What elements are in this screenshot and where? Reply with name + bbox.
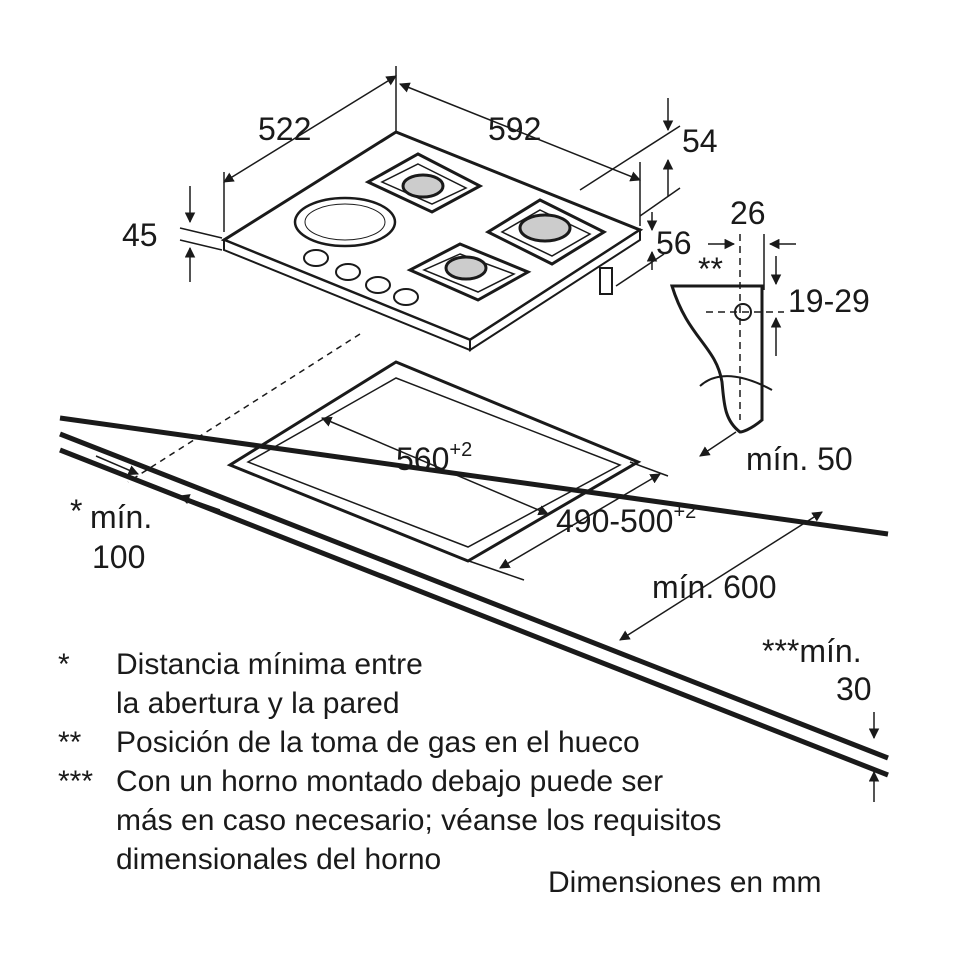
note-2: ** Posición de la toma de gas en el huec… bbox=[58, 723, 918, 762]
pan-support-right bbox=[484, 198, 608, 266]
note-3-line-1: Con un horno montado debajo puede ser bbox=[116, 765, 664, 798]
control-knobs bbox=[303, 249, 419, 306]
knob-4 bbox=[393, 288, 419, 306]
ext-45-bottom bbox=[179, 239, 223, 251]
dim-592-line bbox=[399, 82, 641, 182]
note-2-line-1: Posición de la toma de gas en el hueco bbox=[116, 726, 640, 759]
pan-support-front bbox=[406, 242, 532, 302]
label-gas-position-mark: ** bbox=[698, 251, 723, 287]
note-3-line-2: más en caso necesario; véanse los requis… bbox=[116, 804, 722, 837]
ext-54-bottom bbox=[639, 187, 681, 217]
burner-rear-cap bbox=[401, 173, 445, 199]
label-min-100-mark: * bbox=[70, 493, 82, 529]
label-592: 592 bbox=[488, 111, 541, 147]
gas-connector-pipe bbox=[599, 267, 613, 295]
dim-490-500-line bbox=[499, 473, 661, 569]
dim-min100-line-right bbox=[179, 494, 221, 511]
cabinet-detail bbox=[669, 284, 773, 434]
label-min-30-text: ***mín. bbox=[762, 633, 862, 669]
label-560: 560+2 bbox=[396, 439, 472, 477]
hob-front-side bbox=[469, 228, 641, 352]
label-56: 56 bbox=[656, 225, 692, 261]
projection-lines bbox=[127, 333, 361, 483]
hob bbox=[220, 130, 644, 352]
knob-2 bbox=[335, 263, 361, 281]
label-min-100-text: mín. bbox=[90, 499, 152, 535]
label-54: 54 bbox=[682, 123, 718, 159]
dim-min100-line bbox=[95, 455, 139, 476]
label-min-600: mín. 600 bbox=[652, 569, 777, 605]
label-45: 45 bbox=[122, 217, 158, 253]
cabinet-break-line bbox=[699, 375, 773, 391]
label-19-29: 19-29 bbox=[788, 283, 870, 319]
note-2-mark: ** bbox=[58, 726, 82, 759]
dimension-lines bbox=[95, 66, 880, 802]
ext-490-top bbox=[629, 461, 669, 477]
dimension-labels: 522 592 54 45 56 26 ** 19-29 560+2 490-5… bbox=[70, 111, 872, 707]
hotplate-inner bbox=[304, 203, 386, 241]
worktop-bottom-edge bbox=[59, 447, 889, 778]
knob-3 bbox=[365, 276, 391, 294]
note-1-line-2: la abertura y la pared bbox=[116, 687, 400, 720]
dim-min600-line bbox=[619, 511, 823, 641]
note-3-text: Con un horno montado debajo puede ser má… bbox=[116, 762, 918, 879]
note-2-text: Posición de la toma de gas en el hueco bbox=[116, 723, 918, 762]
ext-490-bottom bbox=[465, 559, 525, 581]
burner-front-cap bbox=[444, 255, 488, 281]
ext-54-top bbox=[579, 125, 681, 191]
projection-dashed-line bbox=[127, 333, 361, 483]
note-3-mark: *** bbox=[58, 765, 94, 798]
burner-front bbox=[406, 242, 532, 302]
units-label: Dimensiones en mm bbox=[548, 866, 822, 899]
label-min-50: mín. 50 bbox=[746, 441, 853, 477]
ext-45-top bbox=[179, 227, 223, 239]
label-min-30-value: 30 bbox=[836, 671, 872, 707]
label-26: 26 bbox=[730, 195, 766, 231]
note-1: * Distancia mínima entre la abertura y l… bbox=[58, 645, 918, 723]
gas-connector bbox=[599, 267, 613, 295]
notes: * Distancia mínima entre la abertura y l… bbox=[58, 645, 918, 879]
note-1-line-1: Distancia mínima entre bbox=[116, 648, 423, 681]
burner-right bbox=[484, 198, 608, 266]
label-490-500: 490-500+2 bbox=[556, 501, 696, 539]
worktop-front-edge bbox=[59, 431, 889, 761]
knob-1 bbox=[303, 249, 329, 267]
label-522: 522 bbox=[258, 111, 311, 147]
pan-support-front-inner bbox=[422, 253, 516, 293]
note-3: *** Con un horno montado debajo puede se… bbox=[58, 762, 918, 879]
dim-min50-arrow bbox=[699, 431, 737, 457]
dim-522-line bbox=[223, 75, 397, 183]
hotplate bbox=[293, 196, 397, 248]
burner-right-cap bbox=[518, 213, 572, 243]
note-3-line-3: dimensionales del horno bbox=[116, 843, 442, 876]
note-1-mark: * bbox=[58, 648, 70, 681]
pan-support-right-inner bbox=[500, 209, 592, 257]
label-min-100-value: 100 bbox=[92, 539, 145, 575]
note-1-text: Distancia mínima entre la abertura y la … bbox=[116, 645, 918, 723]
hob-glass-top bbox=[220, 130, 644, 342]
ext-56 bbox=[615, 253, 665, 287]
